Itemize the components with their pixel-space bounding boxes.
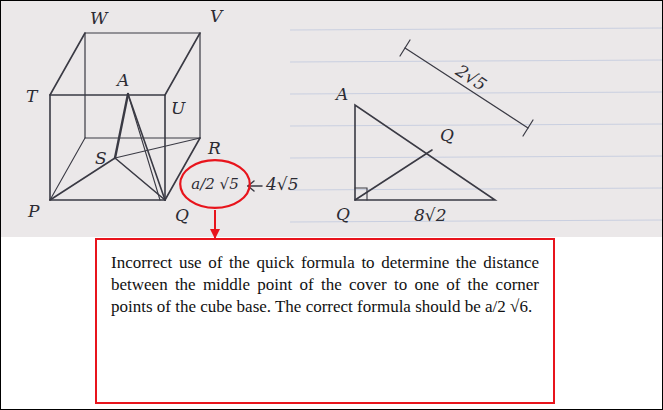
handwritten-label: R <box>208 140 221 157</box>
handwritten-label: T <box>26 88 37 105</box>
ruled-lines <box>290 28 662 222</box>
handwritten-label: S <box>95 150 107 167</box>
handwritten-label: P <box>28 203 39 220</box>
handwritten-label: A <box>336 86 348 103</box>
handwritten-label: A <box>117 72 129 89</box>
pointer-arrow <box>214 210 216 238</box>
annotation-text: Incorrect use of the quick formula to de… <box>111 252 539 318</box>
annotation-box: Incorrect use of the quick formula to de… <box>95 238 555 404</box>
handwritten-label: Q <box>440 127 454 144</box>
circled-formula: a/2 √5 <box>178 158 252 210</box>
triangle-sketch <box>355 40 533 200</box>
paper-photo <box>1 1 662 237</box>
handwritten-label: Q <box>336 206 350 223</box>
handwritten-label: 4√5 <box>266 176 298 193</box>
handwritten-label: Q <box>175 207 189 224</box>
handwritten-label: 8√2 <box>414 207 446 224</box>
handwritten-label: U <box>171 100 185 117</box>
formula-text: a/2 √5 <box>191 175 238 193</box>
cube-sketch <box>50 33 200 200</box>
handwritten-label: W <box>90 10 107 27</box>
handwritten-label: V <box>210 8 222 25</box>
